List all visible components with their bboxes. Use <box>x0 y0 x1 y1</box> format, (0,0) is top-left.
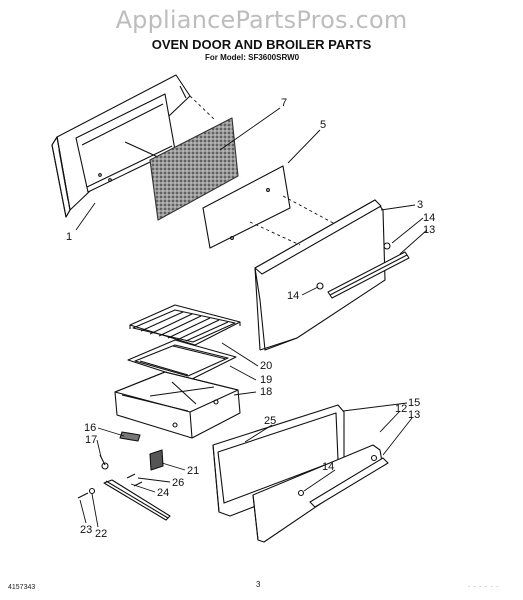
callout-16: 16 <box>84 422 96 434</box>
page-number: 3 <box>256 580 261 589</box>
callout-21: 21 <box>187 465 199 477</box>
screw-26 <box>126 473 136 479</box>
callout-13-door: 13 <box>423 224 435 236</box>
roller-bracket <box>149 449 164 471</box>
callout-20: 20 <box>260 360 272 372</box>
inner-door-frame <box>51 74 191 218</box>
drawer-rail <box>77 462 171 521</box>
callout-3: 3 <box>417 199 423 211</box>
callout-5: 5 <box>320 119 326 131</box>
callout-14-handle: 14 <box>287 290 299 302</box>
callout-23: 23 <box>80 524 92 536</box>
door-insulation <box>149 117 239 221</box>
drawer-bracket <box>99 431 141 466</box>
broiler-pan <box>127 339 237 381</box>
callout-13-drawer: 13 <box>408 409 420 421</box>
doc-number: 4157343 <box>8 584 36 591</box>
callout-25: 25 <box>264 415 276 427</box>
broiler-drawer <box>114 371 241 439</box>
model-subtitle: For Model: SF3600SRW0 <box>205 53 300 62</box>
callout-15: 15 <box>408 397 420 409</box>
callout-1: 1 <box>66 231 72 243</box>
callout-14-drawer: 14 <box>322 461 334 473</box>
callout-24: 24 <box>157 487 169 499</box>
callout-26: 26 <box>172 477 184 489</box>
callout-12: 12 <box>395 403 407 415</box>
inner-glass-panel <box>202 165 291 249</box>
callout-17: 17 <box>85 434 97 446</box>
outer-oven-door <box>254 199 410 351</box>
broiler-grid <box>129 304 241 349</box>
drawer-outer-front <box>252 444 389 543</box>
page-title: OVEN DOOR AND BROILER PARTS <box>151 37 372 52</box>
callout-7: 7 <box>281 97 287 109</box>
callout-18: 18 <box>260 386 272 398</box>
watermark: AppliancePartsPros.com <box>115 6 408 34</box>
callout-14-door: 14 <box>423 212 435 224</box>
footer-mark: - - - - - - <box>468 584 500 590</box>
callout-22: 22 <box>95 528 107 540</box>
callout-19: 19 <box>260 374 272 386</box>
